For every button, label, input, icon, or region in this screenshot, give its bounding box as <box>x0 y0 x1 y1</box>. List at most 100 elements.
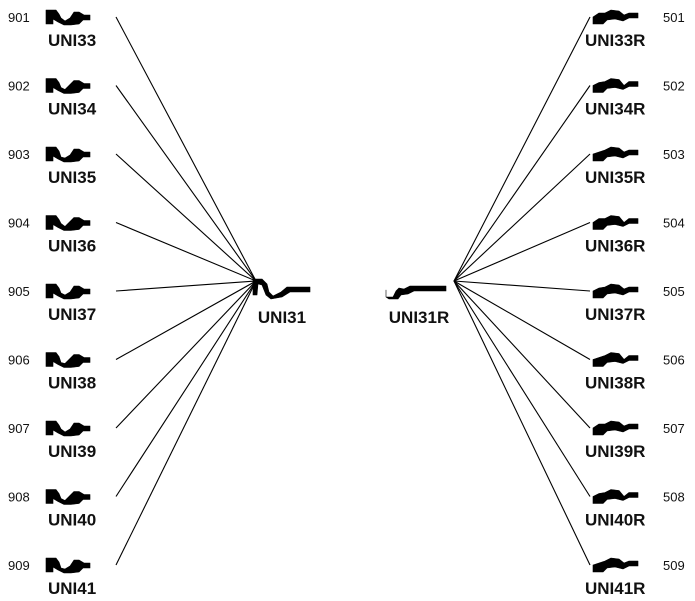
profile-label: UNI33 <box>48 31 96 50</box>
connector-line <box>453 153 591 282</box>
profile-label: UNI40 <box>48 511 96 530</box>
connector-line <box>115 280 257 292</box>
profile-label: UNI37R <box>585 305 645 324</box>
profile-number: 909 <box>8 558 30 573</box>
profile-label: UNI39R <box>585 442 645 461</box>
connector-line <box>453 280 591 292</box>
profile-label: UNI33R <box>585 31 645 50</box>
key-profile-icon <box>45 352 91 368</box>
profile-number: 503 <box>663 147 685 162</box>
key-profile-icon <box>592 489 639 504</box>
key-profile-icon <box>45 557 91 574</box>
profile-number: 905 <box>8 284 30 299</box>
connector-lines <box>115 16 591 566</box>
center-right-label: UNI31R <box>389 308 449 327</box>
profile-number: 902 <box>8 79 30 94</box>
connector-line <box>115 280 257 497</box>
key-profile-icon <box>45 420 91 437</box>
profile-label: UNI35R <box>585 168 645 187</box>
key-profile-icon <box>45 146 91 163</box>
profile-number: 507 <box>663 421 685 436</box>
key-profile-icon <box>592 352 639 367</box>
profile-label: UNI40R <box>585 511 645 530</box>
connector-line <box>115 280 257 360</box>
key-profile-icon <box>45 215 91 231</box>
profile-label: UNI38 <box>48 374 96 393</box>
profile-number: 505 <box>663 284 685 299</box>
key-profile-icon <box>45 489 91 505</box>
connector-line <box>453 280 591 360</box>
profile-label: UNI41R <box>585 579 645 598</box>
key-profile-icon <box>592 146 639 162</box>
profile-label: UNI37 <box>48 305 96 324</box>
profile-number: 908 <box>8 490 30 505</box>
center-left-node: UNI31 <box>252 278 311 327</box>
connector-line <box>453 280 591 497</box>
profile-number: 509 <box>663 558 685 573</box>
profile-number: 508 <box>663 490 685 505</box>
profile-label: UNI38R <box>585 374 645 393</box>
profile-label: UNI41 <box>48 579 96 598</box>
connector-line <box>115 16 257 282</box>
connector-line <box>115 221 257 282</box>
center-right-node: UNI31R <box>385 285 449 327</box>
key-profile-icon <box>385 285 447 300</box>
key-profile-icon <box>45 283 91 300</box>
profile-number: 501 <box>663 10 685 25</box>
key-profile-icon <box>592 283 639 299</box>
connector-line <box>453 221 591 282</box>
profile-number: 904 <box>8 216 30 231</box>
profile-label: UNI36 <box>48 237 96 256</box>
profile-label: UNI39 <box>48 442 96 461</box>
profile-number: 506 <box>663 353 685 368</box>
key-profile-icon <box>592 215 639 230</box>
connector-line <box>115 280 257 429</box>
key-profile-icon <box>592 557 639 573</box>
key-profile-icon <box>592 78 639 93</box>
key-profile-icon <box>45 78 91 94</box>
key-profile-icon <box>45 9 91 26</box>
connector-line <box>115 85 257 282</box>
connector-line <box>115 153 257 282</box>
profile-number: 901 <box>8 10 30 25</box>
profile-label: UNI35 <box>48 168 96 187</box>
key-profile-icon <box>252 278 311 300</box>
profile-number: 502 <box>663 79 685 94</box>
profile-number: 504 <box>663 216 685 231</box>
center-left-label: UNI31 <box>258 308 306 327</box>
profile-number: 906 <box>8 353 30 368</box>
profile-label: UNI34 <box>48 100 97 119</box>
connector-line <box>453 280 591 429</box>
connector-line <box>453 16 591 282</box>
profile-label: UNI34R <box>585 100 645 119</box>
key-profile-icon <box>592 420 639 436</box>
connector-line <box>115 280 257 566</box>
profile-number: 907 <box>8 421 30 436</box>
profile-label: UNI36R <box>585 237 645 256</box>
key-profile-icon <box>592 9 639 25</box>
connector-line <box>453 85 591 282</box>
right-profile-column: 501UNI33R502UNI34R503UNI35R504UNI36R505U… <box>585 9 685 598</box>
profile-number: 903 <box>8 147 30 162</box>
connector-line <box>453 280 591 566</box>
